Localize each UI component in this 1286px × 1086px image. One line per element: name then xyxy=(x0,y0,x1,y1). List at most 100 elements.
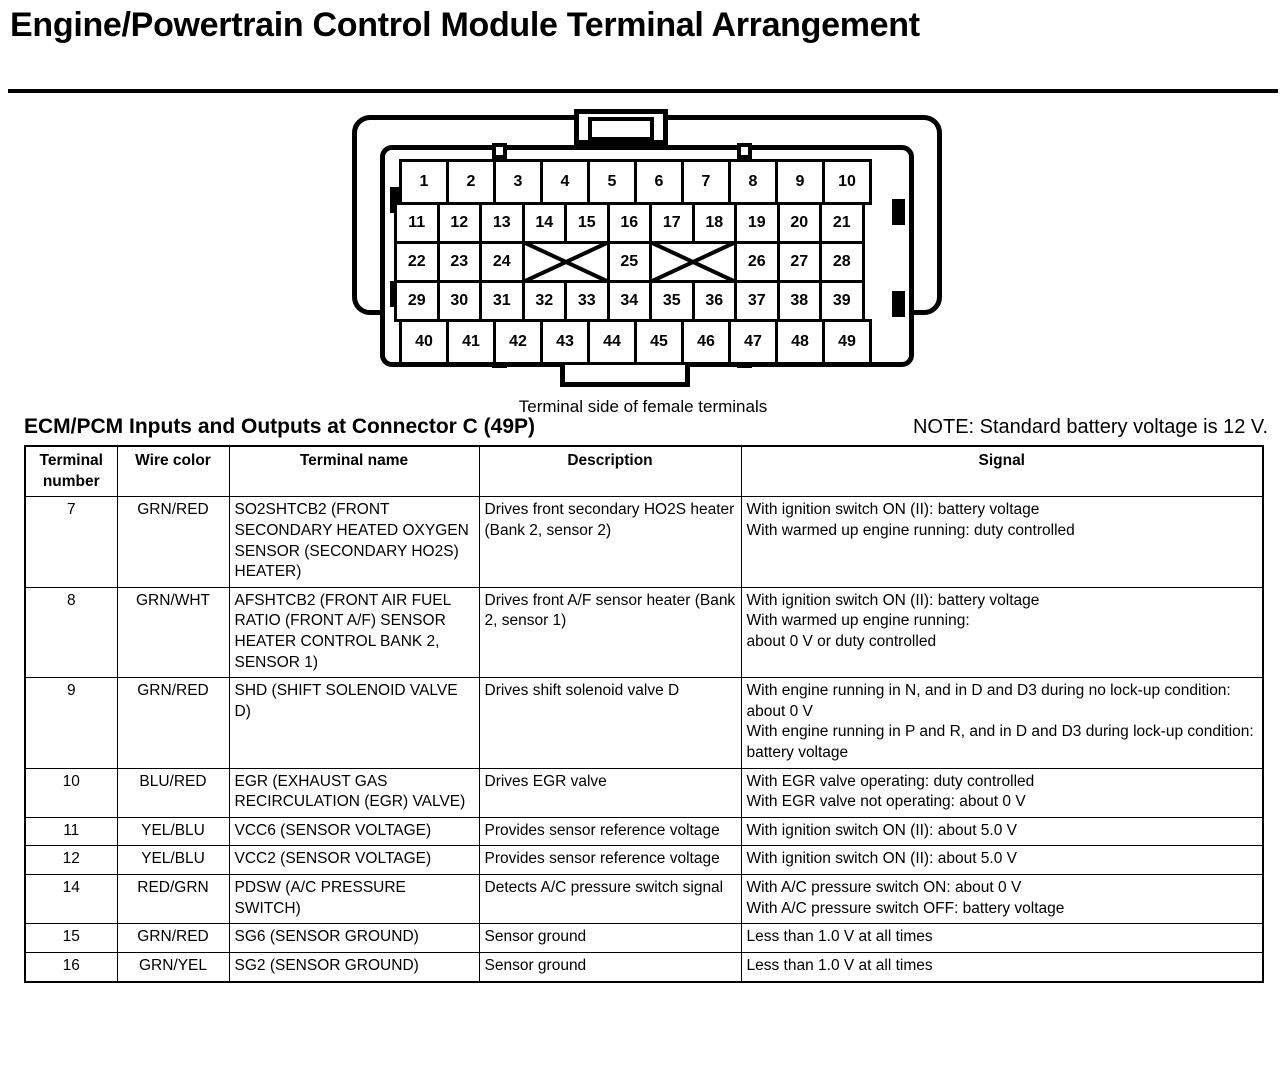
pin-cell-38: 38 xyxy=(776,280,822,323)
cell-wire-color: GRN/RED xyxy=(116,923,230,953)
pin-cell-25: 25 xyxy=(606,241,652,284)
cell-terminal-number: 10 xyxy=(24,767,118,818)
section-note: NOTE: Standard battery voltage is 12 V. xyxy=(912,416,1268,439)
header-wire-color: Wire color xyxy=(116,445,230,498)
cell-signal: With ignition switch ON (II): battery vo… xyxy=(740,496,1264,588)
pin-cell-26: 26 xyxy=(734,241,780,284)
table-header-row: Terminal number Wire color Terminal name… xyxy=(24,445,1264,498)
pin-cell-31: 31 xyxy=(479,280,525,323)
cell-terminal-number: 15 xyxy=(24,923,118,953)
header-signal: Signal xyxy=(740,445,1264,498)
pin-cell-30: 30 xyxy=(436,280,482,323)
pin-cell-41: 41 xyxy=(446,319,496,366)
cell-signal: With ignition switch ON (II): about 5.0 … xyxy=(740,816,1264,847)
pin-table-wrap: Terminal number Wire color Terminal name… xyxy=(0,445,1286,983)
pin-cell-32: 32 xyxy=(521,280,567,323)
pin-cell-40: 40 xyxy=(399,319,449,366)
header-terminal-name: Terminal name xyxy=(228,445,480,498)
pin-cell-28: 28 xyxy=(819,241,865,284)
pin-cell-48: 48 xyxy=(775,319,825,366)
cell-signal: Less than 1.0 V at all times xyxy=(740,951,1264,983)
connector-notch-top-right xyxy=(737,143,752,160)
pin-cell-35: 35 xyxy=(649,280,695,323)
pin-cell-17: 17 xyxy=(649,202,695,245)
pin-cell-20: 20 xyxy=(776,202,822,245)
cell-terminal-name: SHD (SHIFT SOLENOID VALVE D) xyxy=(228,677,480,769)
cell-description: Provides sensor reference voltage xyxy=(478,845,742,876)
cell-signal: With ignition switch ON (II): about 5.0 … xyxy=(740,845,1264,876)
pin-cell-7: 7 xyxy=(681,159,731,206)
pin-cell-9: 9 xyxy=(775,159,825,206)
pin-cell-34: 34 xyxy=(606,280,652,323)
pin-cell-blank xyxy=(649,241,737,284)
pin-cell-16: 16 xyxy=(606,202,652,245)
pin-cell-1: 1 xyxy=(399,159,449,206)
cell-signal: With A/C pressure switch ON: about 0 V W… xyxy=(740,874,1264,925)
cell-terminal-name: PDSW (A/C PRESSURE SWITCH) xyxy=(228,874,480,925)
header-description: Description xyxy=(478,445,742,498)
cell-wire-color: YEL/BLU xyxy=(116,816,230,847)
pin-cell-8: 8 xyxy=(728,159,778,206)
cell-signal: With EGR valve operating: duty controlle… xyxy=(740,767,1264,818)
pin-cell-23: 23 xyxy=(436,241,482,284)
cell-description: Sensor ground xyxy=(478,951,742,983)
pin-cell-21: 21 xyxy=(819,202,865,245)
pin-cell-3: 3 xyxy=(493,159,543,206)
cell-wire-color: GRN/WHT xyxy=(116,586,230,679)
cell-terminal-name: SO2SHTCB2 (FRONT SECONDARY HEATED OXYGEN… xyxy=(228,496,480,588)
pin-table: Terminal number Wire color Terminal name… xyxy=(24,445,1264,983)
pin-cell-10: 10 xyxy=(822,159,872,206)
section-heading: ECM/PCM Inputs and Outputs at Connector … xyxy=(24,415,536,439)
cell-signal: With ignition switch ON (II): battery vo… xyxy=(740,586,1264,679)
pin-cell-13: 13 xyxy=(479,202,525,245)
pin-cell-4: 4 xyxy=(540,159,590,206)
pin-cell-2: 2 xyxy=(446,159,496,206)
cell-terminal-number: 16 xyxy=(24,951,118,983)
cell-description: Detects A/C pressure switch signal xyxy=(478,874,742,925)
cell-wire-color: RED/GRN xyxy=(116,874,230,925)
cell-terminal-number: 8 xyxy=(24,586,118,679)
cell-wire-color: GRN/RED xyxy=(116,677,230,769)
pin-cell-15: 15 xyxy=(564,202,610,245)
pin-cell-44: 44 xyxy=(587,319,637,366)
cell-description: Sensor ground xyxy=(478,923,742,953)
pin-cell-24: 24 xyxy=(479,241,525,284)
pin-cell-39: 39 xyxy=(819,280,865,323)
cell-wire-color: GRN/RED xyxy=(116,496,230,588)
pin-cell-14: 14 xyxy=(521,202,567,245)
cell-terminal-name: EGR (EXHAUST GAS RECIRCULATION (EGR) VAL… xyxy=(228,767,480,818)
cell-description: Drives front secondary HO2S heater (Bank… xyxy=(478,496,742,588)
pin-cell-6: 6 xyxy=(634,159,684,206)
cell-terminal-name: SG2 (SENSOR GROUND) xyxy=(228,951,480,983)
cell-signal: Less than 1.0 V at all times xyxy=(740,923,1264,953)
cell-signal: With engine running in N, and in D and D… xyxy=(740,677,1264,769)
diagram-caption: Terminal side of female terminals xyxy=(518,397,768,417)
connector-top-tab-inner xyxy=(588,117,654,142)
cell-terminal-number: 7 xyxy=(24,496,118,588)
cell-terminal-name: VCC6 (SENSOR VOLTAGE) xyxy=(228,816,480,847)
cell-terminal-name: AFSHTCB2 (FRONT AIR FUEL RATIO (FRONT A/… xyxy=(228,586,480,679)
cell-terminal-number: 14 xyxy=(24,874,118,925)
cell-terminal-name: SG6 (SENSOR GROUND) xyxy=(228,923,480,953)
pin-cell-29: 29 xyxy=(394,280,440,323)
title-divider xyxy=(8,89,1278,94)
pin-cell-45: 45 xyxy=(634,319,684,366)
pin-cell-12: 12 xyxy=(436,202,482,245)
cell-terminal-number: 12 xyxy=(24,845,118,876)
cell-description: Drives front A/F sensor heater (Bank 2, … xyxy=(478,586,742,679)
pin-cell-blank xyxy=(521,241,610,284)
pin-cell-19: 19 xyxy=(734,202,780,245)
connector-lock-tab-right-upper xyxy=(892,199,905,226)
cell-wire-color: YEL/BLU xyxy=(116,845,230,876)
